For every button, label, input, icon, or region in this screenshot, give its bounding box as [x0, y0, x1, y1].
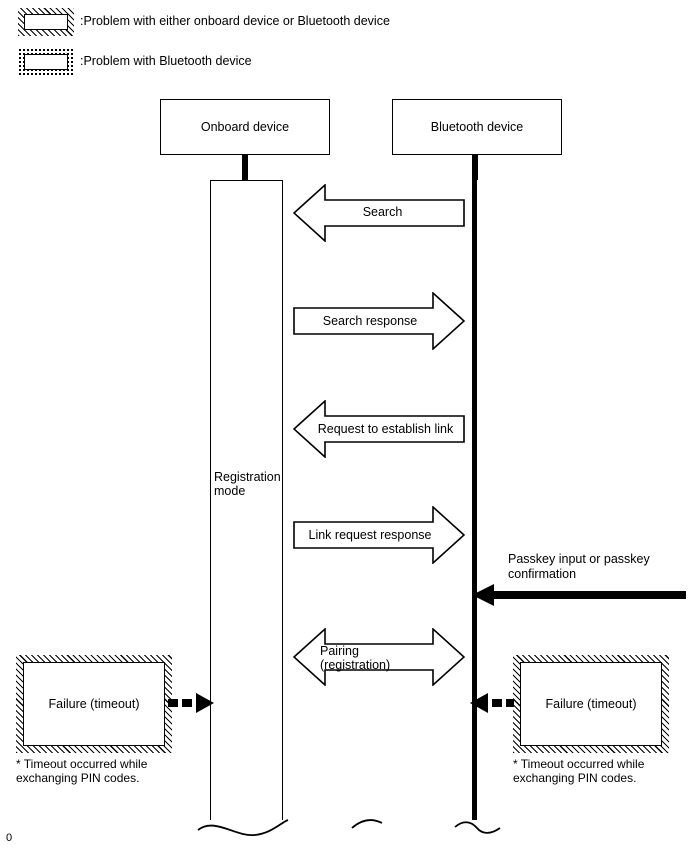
message-arrow-pairing	[293, 628, 465, 686]
failure-box-left: Failure (timeout)	[16, 655, 172, 753]
message-arrow-request-link	[293, 400, 465, 458]
passkey-arrow	[472, 584, 686, 606]
lifeline-break-lines	[197, 819, 501, 836]
message-arrow-link-response	[293, 506, 465, 564]
message-label-search-response: Search response	[322, 314, 418, 328]
failure-box-right-inner: Failure (timeout)	[520, 662, 662, 746]
onboard-lifeline-stub	[242, 155, 248, 180]
failure-note-left: * Timeout occurred while exchanging PIN …	[16, 757, 148, 785]
message-label-pairing: Pairing (registration)	[320, 644, 391, 672]
message-label-request-link: Request to establish link	[317, 422, 454, 436]
failure-note-right: * Timeout occurred while exchanging PIN …	[513, 757, 645, 785]
onboard-device-label: Onboard device	[200, 120, 290, 134]
legend-label-hatched: :Problem with either onboard device or B…	[80, 14, 390, 28]
page-marker: 0	[6, 832, 13, 844]
bluetooth-lifeline-stub	[472, 155, 478, 180]
message-arrow-search	[293, 184, 465, 242]
failure-box-right: Failure (timeout)	[513, 655, 669, 753]
message-arrow-search-response	[293, 292, 465, 350]
registration-mode-column	[210, 180, 283, 820]
onboard-device-box: Onboard device	[160, 99, 330, 155]
legend-label-dotted: :Problem with Bluetooth device	[80, 54, 252, 68]
failure-label-left: Failure (timeout)	[48, 697, 140, 711]
legend-swatch-inner	[24, 54, 68, 70]
legend-swatch-hatched	[18, 8, 74, 36]
bluetooth-lifeline	[472, 180, 477, 820]
bluetooth-device-label: Bluetooth device	[430, 120, 524, 134]
legend-swatch-inner	[24, 14, 68, 30]
passkey-label: Passkey input or passkey confirmation	[508, 552, 650, 581]
failure-label-right: Failure (timeout)	[545, 697, 637, 711]
message-label-search: Search	[362, 205, 403, 219]
registration-mode-label: Registration mode	[214, 470, 281, 498]
failure-box-left-inner: Failure (timeout)	[23, 662, 165, 746]
message-label-link-response: Link request response	[308, 528, 432, 542]
bluetooth-device-box: Bluetooth device	[392, 99, 562, 155]
legend-swatch-dotted	[18, 48, 74, 76]
failure-arrow-left	[168, 693, 214, 713]
failure-arrow-right	[470, 693, 514, 713]
